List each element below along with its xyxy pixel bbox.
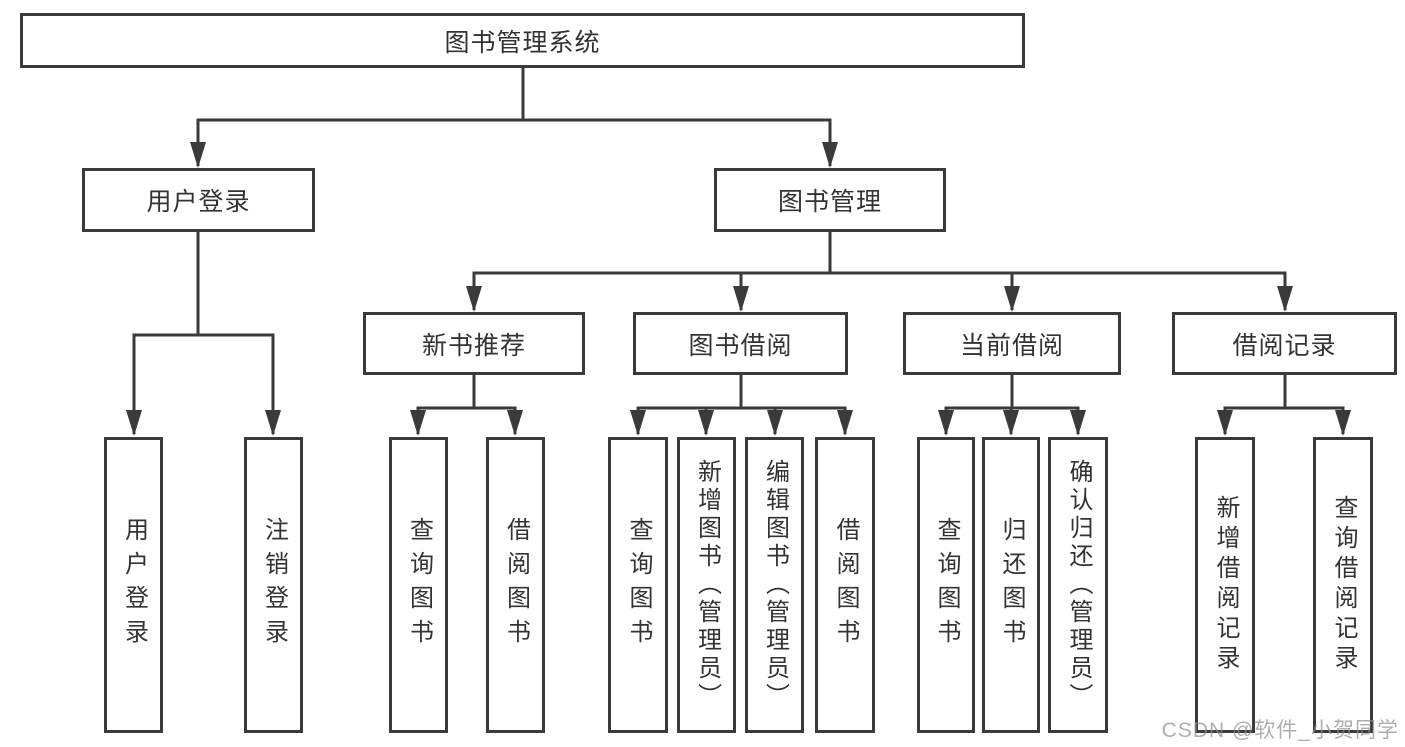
leaf-return-books-label: 归还图书 [998,517,1025,653]
node-book-borrowing: 图书借阅 [633,312,848,375]
leaf-add-book-admin-label: 新增图书（管理员） [693,459,721,711]
leaf-borrow-books-recommend-label: 借阅图书 [502,517,530,653]
node-borrowing-records: 借阅记录 [1172,312,1397,375]
leaf-add-borrow-record: 新增借阅记录 [1195,437,1255,733]
node-root: 图书管理系统 [20,13,1025,68]
leaf-query-borrow-record-label: 查询借阅记录 [1330,495,1357,675]
leaf-query-books-current: 查询图书 [917,437,975,733]
leaf-query-books-borrowing: 查询图书 [608,437,668,733]
node-book-management: 图书管理 [714,168,946,232]
leaf-user-login-label: 用户登录 [120,517,148,653]
node-new-book-recommend: 新书推荐 [363,312,585,375]
leaf-query-borrow-record: 查询借阅记录 [1313,437,1373,733]
node-new-book-recommend-label: 新书推荐 [421,331,526,360]
node-user-login-label: 用户登录 [146,188,251,216]
leaf-add-book-admin: 新增图书（管理员） [677,437,736,733]
leaf-edit-book-admin: 编辑图书（管理员） [745,437,804,733]
node-user-login: 用户登录 [82,168,315,232]
leaf-edit-book-admin-label: 编辑图书（管理员） [761,459,789,711]
node-book-management-label: 图书管理 [777,188,882,216]
leaf-return-books: 归还图书 [982,437,1040,733]
watermark: CSDN @软件_小贺同学 [1161,719,1399,742]
leaf-add-borrow-record-label: 新增借阅记录 [1212,495,1239,675]
node-borrowing-records-label: 借阅记录 [1232,331,1337,360]
leaf-query-books-recommend: 查询图书 [389,437,448,733]
leaf-borrow-books-recommend: 借阅图书 [486,437,545,733]
leaf-query-books-current-label: 查询图书 [933,517,960,653]
node-current-borrowing: 当前借阅 [903,312,1121,375]
leaf-query-books-recommend-label: 查询图书 [405,517,433,653]
node-book-borrowing-label: 图书借阅 [688,331,793,360]
leaf-confirm-return-admin: 确认归还（管理员） [1048,437,1108,733]
leaf-logout-label: 注销登录 [260,517,288,653]
leaf-confirm-return-admin-label: 确认归还（管理员） [1065,459,1092,711]
leaf-query-books-borrowing-label: 查询图书 [625,517,652,653]
node-current-borrowing-label: 当前借阅 [959,331,1064,360]
leaf-borrow-books-borrowing: 借阅图书 [815,437,875,733]
leaf-borrow-books-borrowing-label: 借阅图书 [832,517,859,653]
node-root-label: 图书管理系统 [444,28,601,57]
leaf-logout: 注销登录 [244,437,303,733]
leaf-user-login: 用户登录 [104,437,163,733]
